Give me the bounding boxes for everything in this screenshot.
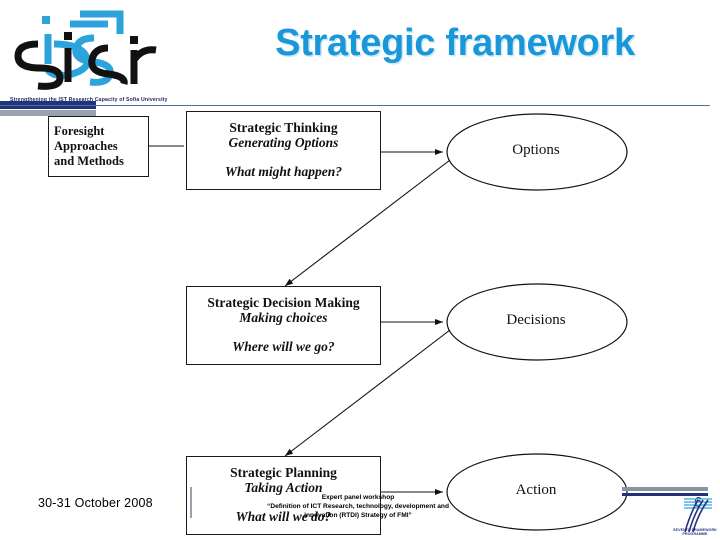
- box-decision-title: Strategic Decision Making: [207, 295, 360, 311]
- box-planning-title: Strategic Planning: [230, 465, 337, 481]
- footer-event-line1: Expert panel workshop: [321, 494, 395, 501]
- header-accent-grey: [0, 110, 96, 116]
- ellipse-decisions: [446, 283, 628, 361]
- footer-accent-bars: [622, 487, 708, 499]
- footer-event-info: Expert panel workshop “Definition of ICT…: [232, 493, 484, 520]
- footer-bar-navy: [622, 493, 708, 496]
- header-divider: [0, 105, 710, 106]
- box-strategic-planning: Strategic Planning Taking Action What wi…: [186, 456, 381, 535]
- ellipse-decisions-label: Decisions: [506, 312, 566, 328]
- box-strategic-thinking: Strategic Thinking Generating Options Wh…: [186, 111, 381, 190]
- footer-event-line2: “Definition of ICT Research, technology,…: [267, 503, 449, 511]
- box-decision-question: Where will we go?: [232, 338, 335, 354]
- box-planning-subtitle: Taking Action: [244, 480, 323, 496]
- box-strategic-decision-making: Strategic Decision Making Making choices…: [186, 286, 381, 365]
- isstr-logo-icon: [14, 10, 157, 90]
- page-title: Strategic framework: [275, 22, 635, 64]
- institution-logo: Strengthening the IST Research Capacity …: [8, 4, 213, 104]
- box-decision-subtitle: Making choices: [239, 310, 328, 326]
- arrow-decisions-to-planning: [284, 329, 451, 457]
- ellipse-action-label: Action: [515, 482, 557, 498]
- fp7-logo-icon: [684, 498, 712, 533]
- ellipse-action: [446, 453, 628, 531]
- ellipse-options-label: Options: [512, 142, 560, 158]
- logo-tagline: Strengthening the IST Research Capacity …: [10, 97, 168, 103]
- footer-event-line3: innovation (RTDI) Strategy of FMI”: [304, 512, 412, 520]
- box-planning-question: What will we do?: [235, 508, 332, 524]
- box-thinking-question: What might happen?: [224, 163, 343, 179]
- footer-date: 30-31 October 2008: [38, 496, 153, 510]
- arrow-options-to-decision: [284, 159, 451, 287]
- box-thinking-title: Strategic Thinking: [229, 120, 338, 136]
- footer-bar-grey: [622, 487, 708, 491]
- footer-divider: [190, 487, 192, 518]
- ellipse-options: [446, 113, 628, 191]
- box-thinking-subtitle: Generating Options: [228, 135, 339, 151]
